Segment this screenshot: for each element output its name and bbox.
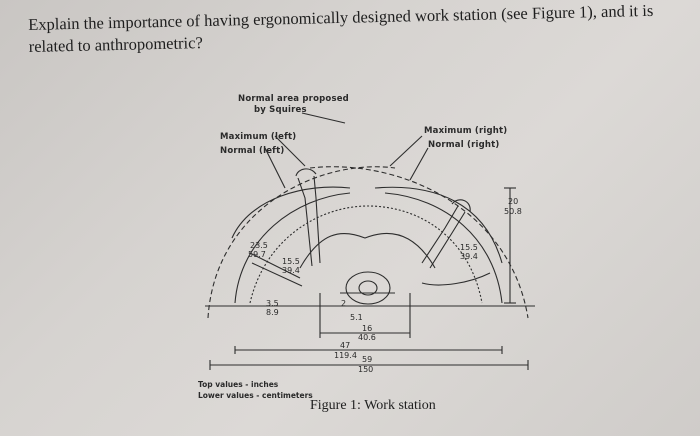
legend-top-values: Top values - inches	[198, 380, 279, 389]
leader-max-left	[274, 135, 306, 167]
dim-119-4: 119.4	[334, 351, 357, 360]
dim-15-5-right: 15.5	[460, 243, 478, 252]
workstation-figure: Normal area proposed by Squires Maximum …	[190, 88, 550, 418]
right-sweep-arc	[384, 192, 503, 304]
label-normal-area-line1: Normal area proposed	[238, 94, 349, 104]
dim-39-4-right: 39.4	[460, 252, 478, 261]
dim-39-4-left: 39.4	[282, 266, 300, 275]
dim-20: 20	[508, 197, 519, 206]
maximum-right-arc	[309, 166, 529, 319]
left-hand	[295, 168, 317, 177]
dim-8-9: 8.9	[266, 308, 279, 317]
dim-47: 47	[340, 341, 351, 350]
dim-3-5: 3.5	[266, 299, 279, 308]
label-maximum-right: Maximum (right)	[424, 126, 508, 136]
dim-59-7: 59.7	[248, 250, 266, 259]
label-normal-right: Normal (right)	[428, 140, 500, 150]
dim-40-6: 40.6	[358, 333, 376, 342]
right-forearm	[421, 272, 491, 286]
dim-16: 16	[362, 324, 373, 333]
leader-normal-right	[409, 147, 429, 181]
left-sweep-arc	[234, 192, 351, 304]
squires-normal-area	[249, 205, 483, 304]
head-outline	[345, 271, 391, 305]
normal-right-arc	[374, 186, 503, 264]
head-inner	[358, 280, 378, 296]
left-arm-outline	[297, 175, 321, 267]
label-normal-area-line2: by Squires	[254, 105, 307, 115]
leader-normal-left	[264, 147, 286, 189]
leader-max-right	[389, 135, 423, 167]
legend-lower-values: Lower values - centimeters	[198, 391, 313, 400]
dim-5-1: 5.1	[350, 313, 363, 322]
maximum-left-arc	[207, 166, 396, 319]
shoulders-outline	[299, 232, 436, 269]
left-forearm	[249, 252, 303, 287]
dim-15-5-left: 15.5	[282, 257, 300, 266]
dim-50-8: 50.8	[504, 207, 522, 216]
dim-23-5: 23.5	[250, 241, 268, 250]
normal-left-arc	[231, 186, 351, 239]
workstation-diagram	[205, 112, 535, 370]
label-maximum-left: Maximum (left)	[220, 132, 297, 142]
right-arm-outline	[421, 205, 466, 269]
label-normal-left: Normal (left)	[220, 146, 285, 156]
dim-59: 59	[362, 355, 373, 364]
dim-2: 2	[341, 299, 347, 308]
figure-caption: Figure 1: Work station	[310, 398, 436, 413]
question-text: Explain the importance of having ergonom…	[28, 0, 689, 58]
leader-normal-area	[301, 112, 346, 124]
right-hand	[451, 199, 471, 213]
dim-150: 150	[358, 365, 374, 374]
